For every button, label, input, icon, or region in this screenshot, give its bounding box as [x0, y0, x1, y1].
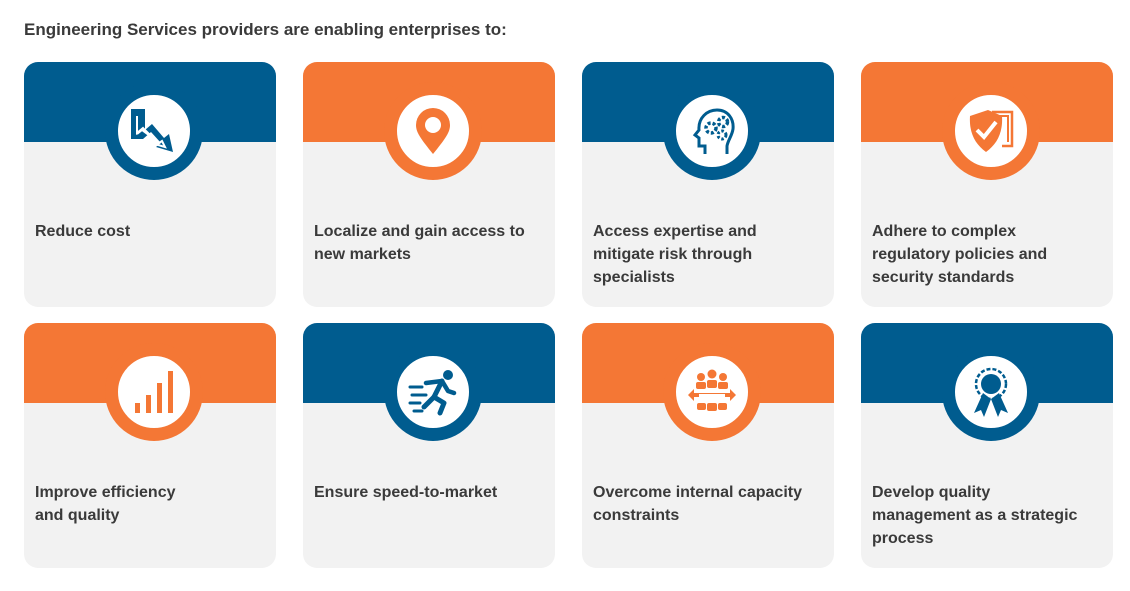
card-label: Overcome internal capacity constraints	[593, 484, 802, 524]
card-speed: Ensure speed-to-market	[303, 323, 555, 568]
bar-growth-icon	[135, 371, 173, 413]
card-label: Improve efficiency and quality	[35, 484, 176, 524]
downward-trend-icon	[131, 109, 173, 152]
icon-badge	[384, 343, 482, 441]
card-label: Access expertise and mitigate risk throu…	[593, 223, 757, 286]
page-title: Engineering Services providers are enabl…	[24, 20, 507, 39]
icon-badge	[105, 343, 203, 441]
card-label: Adhere to complex regulatory policies an…	[872, 223, 1048, 286]
shield-check-icon	[969, 110, 1014, 152]
card-label: Ensure speed-to-market	[314, 484, 498, 501]
icon-badge	[105, 82, 203, 180]
card-label: Localize and gain access to new markets	[314, 223, 525, 263]
card-reduce-cost: Reduce cost	[24, 62, 276, 307]
team-table-icon	[688, 369, 736, 411]
card-quality: Develop quality management as a strategi…	[861, 323, 1113, 568]
card-efficiency: Improve efficiency and quality	[24, 323, 276, 568]
location-pin-icon	[416, 108, 450, 154]
card-expertise: Access expertise and mitigate risk throu…	[582, 62, 834, 307]
card-label: Develop quality management as a strategi…	[872, 484, 1078, 547]
icon-badge	[942, 343, 1040, 441]
card-label: Reduce cost	[35, 223, 131, 240]
icon-badge	[663, 82, 761, 180]
card-localize: Localize and gain access to new markets	[303, 62, 555, 307]
award-ribbon-icon	[974, 367, 1008, 417]
card-capacity: Overcome internal capacity constraints	[582, 323, 834, 568]
runner-icon	[408, 370, 457, 416]
card-regulatory: Adhere to complex regulatory policies an…	[861, 62, 1113, 307]
icon-badge	[663, 343, 761, 441]
benefits-grid: Reduce cost Localize and gain access to …	[24, 62, 1114, 568]
icon-badge	[942, 82, 1040, 180]
icon-badge	[384, 82, 482, 180]
head-gears-icon	[692, 108, 735, 154]
